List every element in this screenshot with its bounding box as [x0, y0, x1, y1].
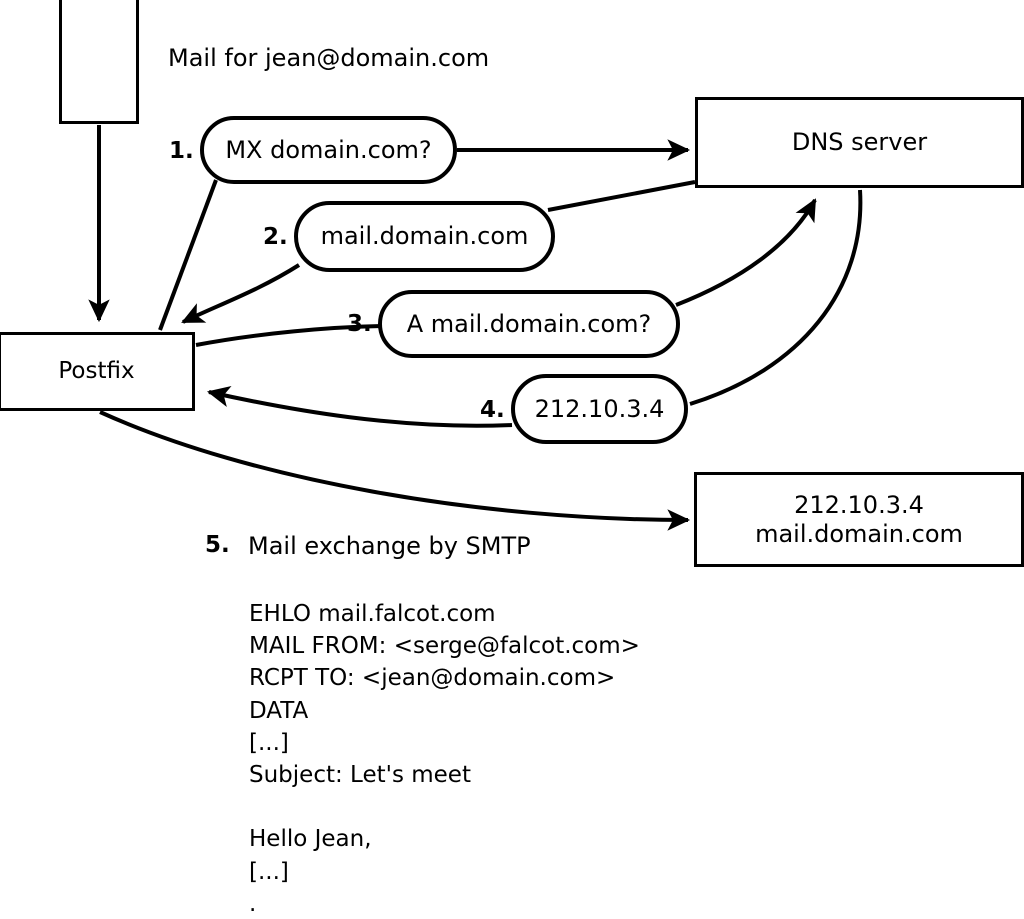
step-4-label: 212.10.3.4	[534, 394, 665, 423]
step-1-label: MX domain.com?	[225, 135, 432, 164]
arrow-step2-to-postfix	[181, 263, 301, 324]
node-step-1-mx-query[interactable]: MX domain.com?	[200, 116, 457, 184]
node-step-4-a-answer[interactable]: 212.10.3.4	[511, 374, 688, 444]
step-2-label: mail.domain.com	[320, 222, 529, 251]
arrow-step4-to-postfix	[206, 385, 513, 428]
page-title: Mail for jean@domain.com	[168, 44, 490, 72]
node-mail-source[interactable]	[59, 0, 139, 124]
node-remote-mail-server-label: 212.10.3.4 mail.domain.com	[755, 491, 963, 548]
node-postfix-label: Postfix	[58, 357, 135, 384]
smtp-transcript: EHLO mail.falcot.com MAIL FROM: <serge@f…	[249, 601, 640, 917]
step-2-number: 2.	[263, 224, 288, 250]
step-5-number: 5.	[205, 532, 230, 558]
step-3-number: 3.	[347, 311, 372, 337]
connector-dns-to-step2	[547, 180, 696, 212]
connector-postfix-to-step1	[158, 179, 218, 331]
step-1-number: 1.	[169, 138, 194, 164]
node-remote-mail-server[interactable]: 212.10.3.4 mail.domain.com	[694, 472, 1024, 567]
step-3-label: A mail.domain.com?	[406, 309, 652, 338]
step-5-label: Mail exchange by SMTP	[248, 532, 531, 560]
arrow-step3-to-dns	[675, 198, 817, 307]
node-step-2-mx-answer[interactable]: mail.domain.com	[294, 201, 555, 272]
node-postfix[interactable]: Postfix	[0, 332, 195, 411]
node-step-3-a-query[interactable]: A mail.domain.com?	[378, 290, 680, 358]
step-4-number: 4.	[480, 397, 505, 423]
node-dns-server[interactable]: DNS server	[695, 97, 1024, 188]
connector-dns-to-step4	[689, 189, 863, 406]
node-dns-server-label: DNS server	[791, 128, 928, 157]
